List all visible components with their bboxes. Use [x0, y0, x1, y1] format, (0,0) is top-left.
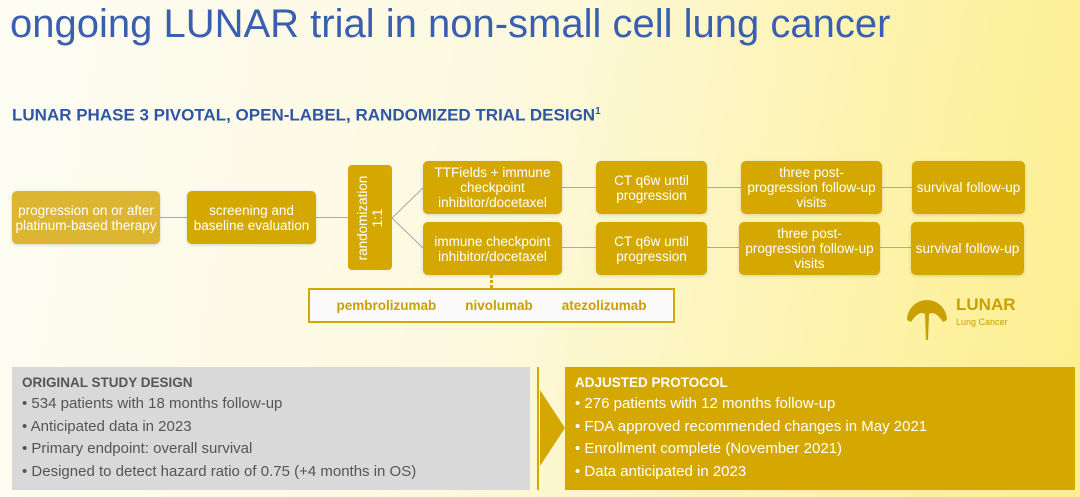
dotted-connector — [490, 275, 493, 288]
adjusted-protocol-panel: ADJUSTED PROTOCOL 276 patients with 12 m… — [565, 367, 1075, 490]
randomization-label: randomization — [355, 175, 370, 260]
ct-box: CT q6w until progression — [596, 161, 707, 214]
footnote-marker: 1 — [595, 106, 601, 117]
screening-box: screening and baseline evaluation — [187, 191, 316, 244]
arrow-right-icon — [540, 390, 565, 466]
drug-item: pembrolizumab — [336, 297, 437, 313]
list-item: Primary endpoint: overall survival — [22, 438, 520, 461]
list-item: Data anticipated in 2023 — [575, 461, 1065, 484]
connector — [880, 247, 912, 248]
logo-name: LUNAR — [956, 295, 1016, 314]
connector — [882, 187, 912, 188]
list-item: Designed to detect hazard ratio of 0.75 … — [22, 461, 520, 484]
connector — [707, 247, 739, 248]
arm-ttfields-box: TTFields + immune checkpoint inhibitor/d… — [423, 161, 562, 214]
drug-options-box: pembrolizumab nivolumab atezolizumab — [308, 288, 675, 323]
original-design-panel: ORIGINAL STUDY DESIGN 534 patients with … — [12, 367, 530, 490]
list-item: Anticipated data in 2023 — [22, 416, 520, 439]
divider — [537, 367, 539, 490]
list-item: 534 patients with 18 months follow-up — [22, 393, 520, 416]
logo-tagline: Lung Cancer — [956, 317, 1008, 327]
connector — [707, 187, 741, 188]
subtitle-text: LUNAR PHASE 3 PIVOTAL, OPEN-LABEL, RANDO… — [12, 105, 596, 125]
panel-heading: ORIGINAL STUDY DESIGN — [22, 375, 193, 390]
list-item: FDA approved recommended changes in May … — [575, 416, 1065, 439]
post-progression-box: three post-progression follow-up visits — [741, 161, 882, 214]
ratio-label: 1:1 — [370, 208, 385, 227]
connector — [160, 217, 187, 218]
panel-heading: ADJUSTED PROTOCOL — [575, 375, 728, 390]
connector — [562, 247, 596, 248]
drug-item: nivolumab — [465, 297, 533, 313]
branch-connector — [392, 187, 424, 249]
list-item: Enrollment complete (November 2021) — [575, 438, 1065, 461]
connector — [316, 217, 348, 218]
ct-box: CT q6w until progression — [596, 222, 707, 275]
drug-item: atezolizumab — [561, 297, 647, 313]
post-progression-box: three post-progression follow-up visits — [739, 222, 880, 275]
survival-box: survival follow-up — [911, 222, 1024, 275]
survival-box: survival follow-up — [912, 161, 1025, 214]
lunar-logo-icon — [907, 300, 947, 340]
list-item: 276 patients with 12 months follow-up — [575, 393, 1065, 416]
section-subtitle: LUNAR PHASE 3 PIVOTAL, OPEN-LABEL, RANDO… — [12, 101, 601, 127]
progression-box: progression on or after platinum-based t… — [12, 191, 160, 244]
page-title: ongoing LUNAR trial in non-small cell lu… — [10, 2, 891, 46]
connector — [562, 187, 596, 188]
arm-control-box: immune checkpoint inhibitor/docetaxel — [423, 222, 562, 275]
